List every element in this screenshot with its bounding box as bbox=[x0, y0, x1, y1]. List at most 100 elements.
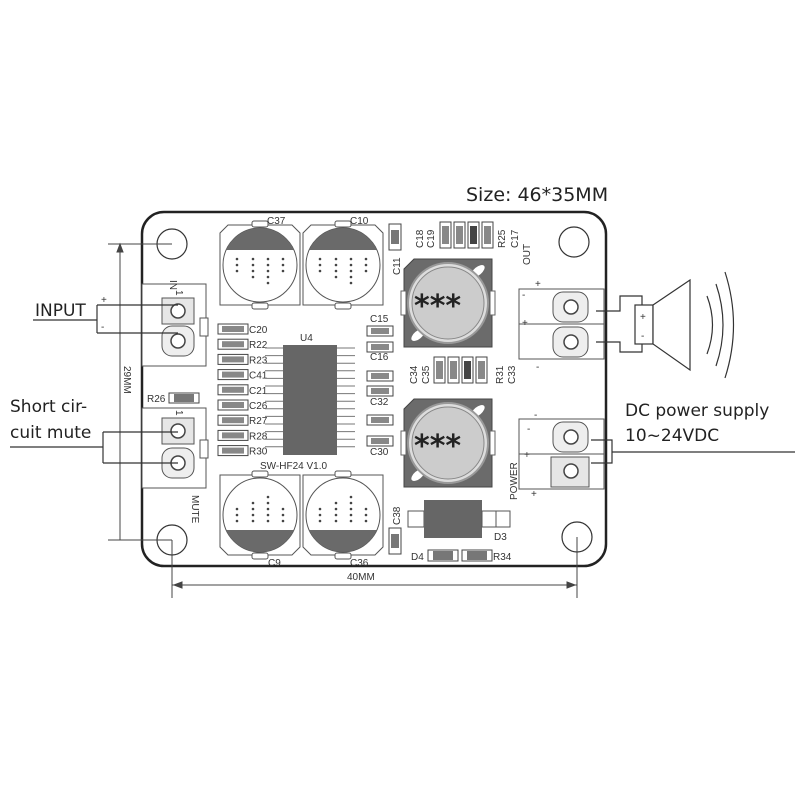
mute-wires bbox=[10, 431, 178, 464]
top-row-smd bbox=[439, 221, 494, 249]
smd-mid-3 bbox=[475, 356, 488, 384]
inductor-top-mark: *** bbox=[414, 289, 461, 324]
mute-terminal bbox=[141, 407, 209, 489]
capacitor-c36 bbox=[302, 470, 384, 560]
capacitor-c37 bbox=[219, 220, 301, 310]
smd-c21 bbox=[217, 384, 249, 396]
diode-d3 bbox=[407, 500, 511, 538]
r26-label: R26 bbox=[147, 394, 166, 405]
input-plus: + bbox=[101, 295, 107, 306]
input-minus: - bbox=[101, 322, 104, 333]
model-label: SW-HF24 V1.0 bbox=[260, 461, 327, 472]
dimension-width bbox=[171, 537, 578, 598]
speaker-wires bbox=[596, 295, 643, 353]
d4-label: D4 bbox=[411, 552, 424, 563]
smd-r23 bbox=[217, 353, 249, 365]
smd-c32a bbox=[366, 370, 394, 382]
out-plus-top: + bbox=[535, 279, 541, 290]
inductor-top bbox=[400, 258, 496, 348]
d3-label: D3 bbox=[494, 532, 507, 543]
smd-mid-1 bbox=[447, 356, 460, 384]
speaker-icon bbox=[634, 271, 735, 379]
mute-label: MUTE bbox=[189, 495, 200, 524]
c33-label: C33 bbox=[507, 365, 518, 384]
smd-c15 bbox=[366, 325, 394, 337]
top-capacitors bbox=[219, 220, 384, 310]
mounting-hole-top-right bbox=[558, 226, 590, 258]
dim-height-label: 29MM bbox=[121, 366, 132, 394]
label-r22: R22 bbox=[249, 340, 268, 351]
c38-label: C38 bbox=[392, 506, 403, 525]
r25-label: R25 bbox=[497, 229, 508, 248]
input-terminal bbox=[141, 283, 209, 367]
out-minus-bottom: - bbox=[536, 362, 539, 373]
capacitor-c11 bbox=[388, 223, 402, 251]
dim-width-label: 40MM bbox=[347, 572, 375, 583]
power-minus-inner: - bbox=[527, 424, 530, 435]
r34-label: R34 bbox=[493, 552, 512, 563]
size-title: Size: 46*35MM bbox=[466, 184, 608, 206]
smd-r27 bbox=[217, 414, 249, 426]
in-label: IN bbox=[167, 280, 178, 290]
power-minus-top: - bbox=[534, 410, 537, 421]
power-label: POWER bbox=[509, 462, 520, 500]
smd-top-3 bbox=[481, 221, 494, 249]
smd-c30b bbox=[366, 435, 394, 447]
c11-label: C11 bbox=[392, 257, 403, 275]
power-wires bbox=[591, 439, 795, 464]
smd-c30a bbox=[366, 414, 394, 426]
c37-label: C37 bbox=[267, 216, 286, 227]
resistor-r26 bbox=[168, 392, 200, 404]
dimension-height bbox=[108, 242, 172, 541]
c10-label: C10 bbox=[350, 216, 369, 227]
d4-r34 bbox=[427, 549, 493, 562]
smd-top-1 bbox=[453, 221, 466, 249]
c32-label: C32 bbox=[370, 397, 389, 408]
bottom-capacitors bbox=[219, 470, 384, 560]
power-plus-bottom: + bbox=[531, 489, 537, 500]
smd-top-2 bbox=[467, 221, 480, 249]
smd-top-0 bbox=[439, 221, 452, 249]
label-r28: R28 bbox=[249, 431, 268, 442]
speaker-minus: - bbox=[641, 331, 644, 342]
smd-mid-2 bbox=[461, 356, 474, 384]
smd-c16a bbox=[366, 341, 394, 353]
c35-label: C35 bbox=[421, 365, 432, 384]
input-wires bbox=[33, 304, 178, 334]
smd-r28 bbox=[217, 429, 249, 441]
c36-label: C36 bbox=[350, 558, 369, 569]
mid-row-smd bbox=[433, 356, 488, 384]
label-c41: C41 bbox=[249, 371, 268, 382]
u4-label: U4 bbox=[300, 333, 313, 344]
capacitor-c38 bbox=[388, 527, 402, 555]
smd-c26 bbox=[217, 399, 249, 411]
power-plus-mid: + bbox=[524, 450, 530, 461]
out-minus-top: - bbox=[522, 290, 525, 301]
mute-annotation-line1: Short cir- bbox=[10, 397, 87, 417]
label-c26: C26 bbox=[249, 401, 268, 412]
power-terminal bbox=[518, 418, 605, 490]
label-c20: C20 bbox=[249, 325, 268, 336]
output-terminal bbox=[518, 288, 605, 360]
c34-label: C34 bbox=[409, 365, 420, 384]
speaker-plus: + bbox=[640, 312, 646, 323]
label-r27: R27 bbox=[249, 416, 268, 427]
input-annotation: INPUT bbox=[35, 301, 86, 321]
c9-label: C9 bbox=[268, 558, 281, 569]
ic-u4 bbox=[265, 345, 355, 455]
power-annotation-line2: 10~24VDC bbox=[625, 426, 719, 446]
smd-mid-0 bbox=[433, 356, 446, 384]
right-smd-column bbox=[366, 325, 394, 447]
smd-r30 bbox=[217, 445, 249, 457]
inductor-bottom-mark: *** bbox=[414, 429, 461, 464]
mute-pin1-label: 1 bbox=[173, 410, 184, 416]
mute-annotation-line2: cuit mute bbox=[10, 423, 91, 443]
capacitor-c9 bbox=[219, 470, 301, 560]
c18-label: C18 bbox=[415, 229, 426, 248]
smd-c20 bbox=[217, 323, 249, 335]
out-label: OUT bbox=[522, 244, 533, 265]
r31-label: R31 bbox=[495, 365, 506, 384]
c19-label: C19 bbox=[426, 229, 437, 248]
